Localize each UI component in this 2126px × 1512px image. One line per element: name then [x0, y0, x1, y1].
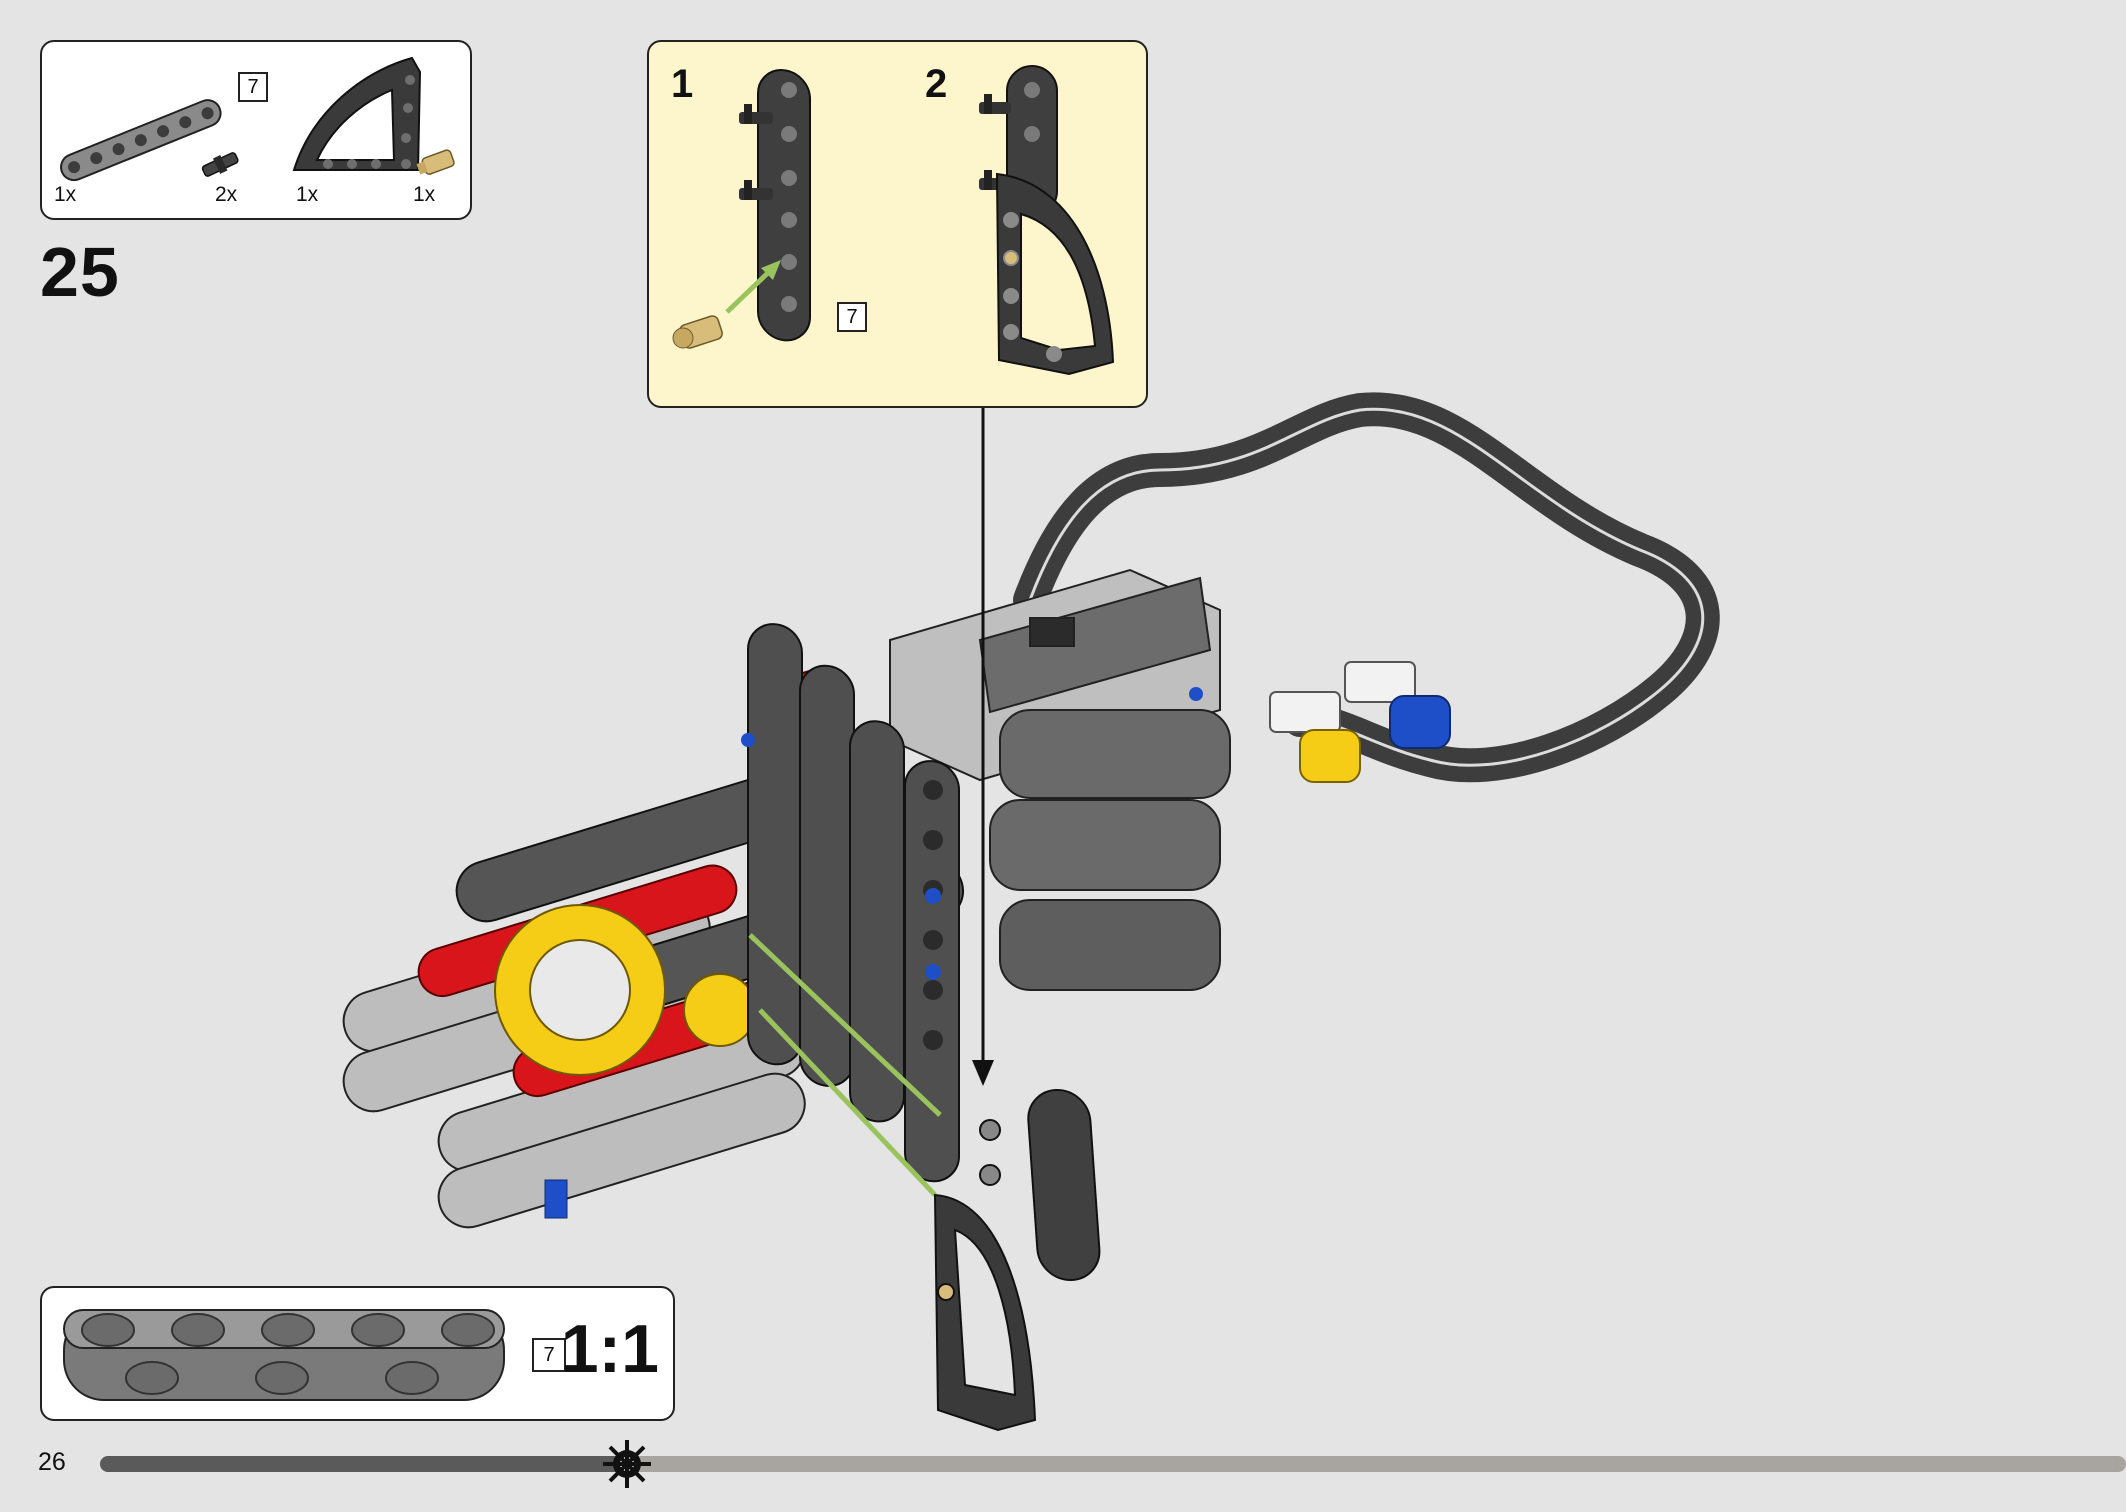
scale-label: 1:1 [560, 1311, 659, 1387]
parts-list: 7 1x 2x 1x 1x [40, 40, 472, 220]
black-beam-icon [979, 1089, 1101, 1281]
step-number: 25 [40, 233, 120, 311]
black-frame-panel-icon [933, 1193, 1037, 1432]
beam-length-label: 7 [532, 1338, 566, 1372]
scale-beam-art [63, 1309, 505, 1401]
motor-body-icon [889, 568, 1231, 991]
black-frame-panel-icon [995, 172, 1115, 376]
part-quantity: 2x [215, 183, 238, 206]
callout-art [672, 65, 1115, 376]
beam-length-label: 7 [837, 302, 867, 332]
part-quantity: 1x [413, 183, 436, 206]
green-assembly-arrow-icon [725, 260, 781, 314]
green-assembly-arrow-icon [748, 933, 942, 1197]
progress-bar [100, 1440, 2126, 1488]
scale-reference-box: 7 1:1 [40, 1286, 675, 1421]
part-quantity: 1x [54, 183, 77, 206]
black-friction-pin-icon [739, 104, 773, 200]
callout-pointer-arrow-icon [972, 408, 994, 1086]
sub-step-number: 2 [925, 62, 948, 106]
black-frame-panel-icon [292, 56, 422, 171]
connector-plug-icon [1269, 661, 1451, 783]
page-number: 26 [38, 1448, 66, 1476]
beam-length-label: 7 [238, 72, 268, 102]
part-quantity: 1x [296, 183, 319, 206]
sub-step-number: 1 [671, 62, 694, 106]
sub-assembly-callout: 1 2 7 [647, 40, 1148, 408]
yellow-gear-icon [494, 904, 757, 1076]
sun-progress-icon [603, 1440, 651, 1488]
tan-pin-icon [672, 315, 723, 349]
black-friction-pin-icon [201, 152, 239, 177]
progress-fill [100, 1456, 627, 1472]
gray-beam-7-icon [63, 1309, 505, 1401]
gray-beam-7-icon [60, 99, 222, 182]
tan-pin-icon [416, 149, 455, 175]
parts-list-art [60, 56, 455, 182]
